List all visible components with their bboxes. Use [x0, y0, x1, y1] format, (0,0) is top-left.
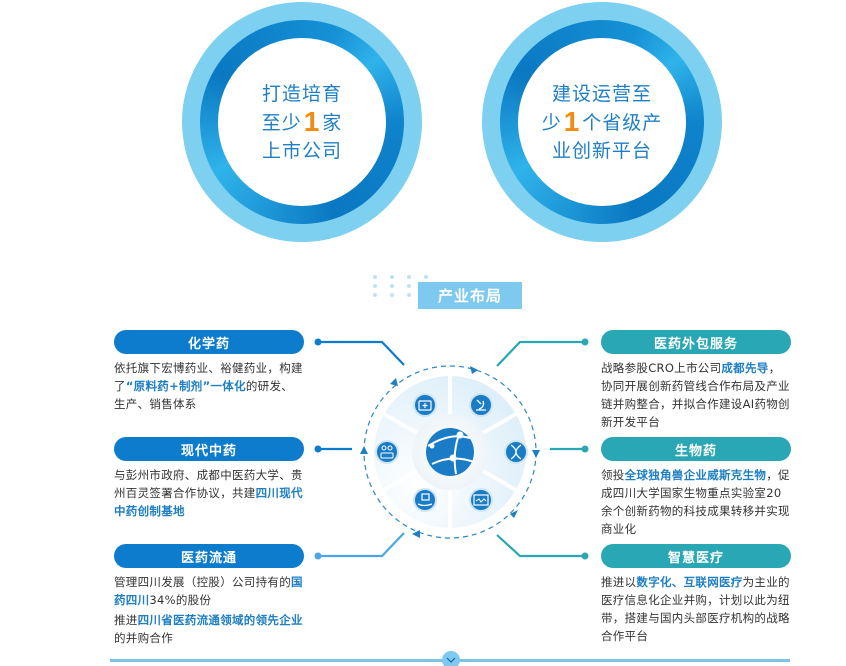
medical-kit-icon: [413, 393, 437, 417]
decorative-dots: [373, 275, 433, 299]
highlight-number: 1: [303, 105, 321, 137]
category-pill: 化学药: [114, 330, 304, 354]
globe-network-icon: [426, 428, 475, 476]
ring-text-line: 上市公司: [261, 139, 342, 162]
hand-box-icon: [413, 488, 437, 512]
category-card-biologics: 生物药 领投全球独角兽企业威斯克生物，促成四川大学国家生物重点实验室20余个创新…: [601, 437, 791, 538]
highlight-number: 1: [563, 105, 581, 137]
category-card-cro-services: 医药外包服务 战略参股CRO上市公司成都先导，协同开展创新药管线合作布局及产业链…: [601, 330, 791, 431]
category-description: 战略参股CRO上市公司成都先导，协同开展创新药管线合作布局及产业链并购整合，并拟…: [601, 361, 790, 429]
section-title: 产业布局: [418, 282, 522, 309]
microscope-icon: [469, 393, 493, 417]
category-description: 推进以数字化、互联网医疗为主业的医疗信息化企业并购，计划以此为纽带，搭建与国内头…: [601, 575, 790, 643]
dna-icon: [504, 440, 528, 464]
category-card-modern-tcm: 现代中药 与彭州市政府、成都中医药大学、贵州百灵签署合作协议，共建四川现代中药创…: [114, 437, 304, 520]
chevron-down-icon: [446, 657, 456, 663]
category-pill: 现代中药: [114, 437, 304, 461]
category-pill: 医药流通: [114, 544, 304, 568]
category-card-smart-healthcare: 智慧医疗 推进以数字化、互联网医疗为主业的医疗信息化企业并购，计划以此为纽带，搭…: [601, 544, 791, 645]
category-pill: 生物药: [601, 437, 791, 461]
category-description: 依托旗下宏博药业、裕健药业，构建了“原料药+制剂”一体化的研发、生产、销售体系: [114, 361, 303, 411]
category-card-pharma-distribution: 医药流通 管理四川发展（控股）公司持有的国药四川34%的股份 推进四川省医药流通…: [114, 544, 304, 647]
category-description: 管理四川发展（控股）公司持有的国药四川34%的股份 推进四川省医药流通领域的领先…: [114, 575, 303, 645]
category-description: 与彭州市政府、成都中医药大学、贵州百灵签署合作协议，共建四川现代中药创制基地: [114, 468, 303, 518]
industry-wheel-diagram: [360, 365, 540, 539]
category-card-chemical-drugs: 化学药 依托旗下宏博药业、裕健药业，构建了“原料药+制剂”一体化的研发、生产、销…: [114, 330, 304, 413]
category-description: 领投全球独角兽企业威斯克生物，促成四川大学国家生物重点实验室20余个创新药物的科…: [601, 468, 790, 536]
ring-text-line: 打造培育: [261, 82, 342, 105]
ring-text-line: 建设运营至: [551, 82, 652, 105]
monitor-chart-icon: [469, 488, 493, 512]
category-pill: 智慧医疗: [601, 544, 791, 568]
category-pill: 医药外包服务: [601, 330, 791, 354]
pill-tablets-icon: [375, 440, 399, 464]
ring-text-line: 业创新平台: [551, 139, 652, 162]
scroll-down-button[interactable]: [442, 651, 460, 666]
